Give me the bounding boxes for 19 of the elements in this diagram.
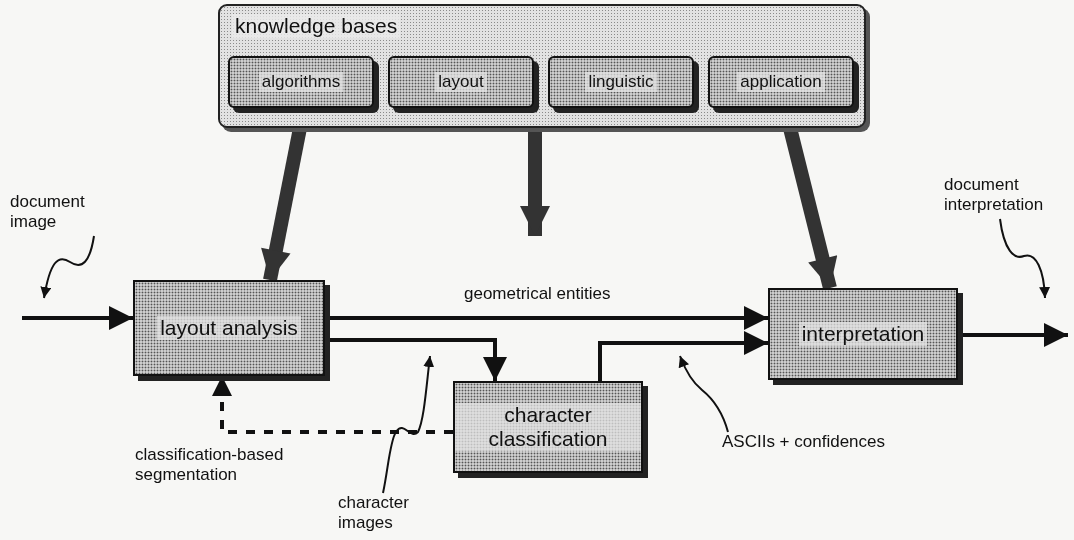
box-label: character classification xyxy=(455,402,641,452)
box-label: interpretation xyxy=(798,321,928,347)
annotation-text: ASCIIs + confidences xyxy=(722,432,932,453)
edge-label: geometrical entities xyxy=(462,284,613,305)
leader-line xyxy=(40,235,95,299)
annotation-text: document image xyxy=(10,192,120,233)
leader-line xyxy=(382,355,435,494)
arrow xyxy=(22,306,133,330)
arrow xyxy=(598,331,768,381)
container-title: knowledge bases xyxy=(232,14,401,38)
annotation-text: character images xyxy=(338,493,448,534)
box-label: algorithms xyxy=(258,72,344,92)
box-label: layout xyxy=(435,72,487,92)
leader-line xyxy=(678,355,729,433)
box-label: application xyxy=(737,72,825,92)
annotation-text: document interpretation xyxy=(944,175,1072,216)
box-label: linguistic xyxy=(585,72,657,92)
box-label: layout analysis xyxy=(157,315,301,341)
leader-line xyxy=(999,218,1050,299)
